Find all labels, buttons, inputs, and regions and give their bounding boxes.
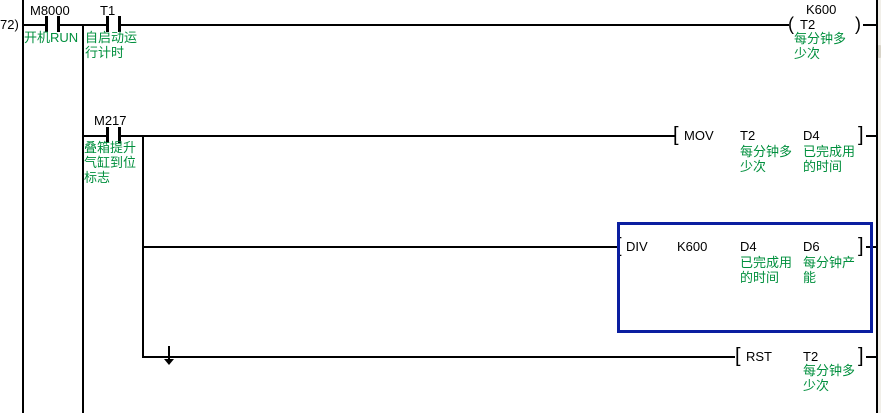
wire-segment [866, 356, 876, 358]
contact-t1-bar-right[interactable] [118, 16, 121, 32]
comment-t2-line1: 每分钟多 [794, 31, 847, 46]
mov-close-bracket[interactable]: ] [858, 124, 864, 146]
down-arrow-shaft [168, 346, 170, 360]
div-dest-comment-line1: 每分钟产 [803, 255, 856, 270]
rst-mnemonic[interactable]: RST [746, 349, 772, 364]
scrollbar-track[interactable] [878, 0, 881, 413]
mov-mnemonic[interactable]: MOV [684, 128, 714, 143]
mov-open-bracket[interactable]: [ [673, 124, 679, 146]
wire-segment [60, 24, 106, 26]
contact-m217-bar-right[interactable] [118, 127, 121, 143]
rst-close-bracket[interactable]: ] [858, 345, 864, 367]
wire-segment [84, 135, 106, 137]
contact-t1-bar-left[interactable] [106, 16, 109, 32]
div-source2-operand[interactable]: D4 [740, 239, 757, 254]
comment-m8000: 开机RUN [24, 30, 79, 45]
rst-dest-comment-line2: 少次 [803, 378, 830, 393]
branch-line-2 [142, 135, 144, 358]
mov-dest-comment-line2: 的时间 [803, 159, 843, 174]
wire-segment [866, 135, 876, 137]
wire-segment [144, 246, 617, 248]
branch-line-1 [82, 24, 84, 413]
coil-close-paren[interactable]: ) [855, 14, 861, 34]
rst-dest-operand[interactable]: T2 [803, 349, 819, 364]
wire-segment [24, 24, 45, 26]
left-power-rail [22, 0, 24, 413]
div-dest-operand[interactable]: D6 [803, 239, 820, 254]
contact-m8000-bar-right[interactable] [57, 16, 60, 32]
comment-t1-line1: 自启动运 [85, 30, 138, 45]
device-label-t1[interactable]: T1 [100, 3, 116, 18]
coil-open-paren[interactable]: ( [788, 14, 794, 34]
div-mnemonic[interactable]: DIV [626, 239, 648, 254]
contact-m8000-bar-left[interactable] [45, 16, 48, 32]
device-label-m217[interactable]: M217 [94, 113, 127, 128]
wire-segment [144, 356, 735, 358]
comment-m217-line3: 标志 [84, 170, 111, 185]
comment-m217-line2: 气缸到位 [84, 155, 137, 170]
coil-device-t2[interactable]: T2 [800, 17, 816, 32]
wire-segment [121, 135, 675, 137]
down-arrow-icon [160, 344, 180, 366]
wire-segment [863, 24, 876, 26]
div-close-bracket[interactable]: ] [858, 235, 864, 257]
scrollbar-thumb[interactable] [878, 45, 881, 58]
contact-m217-bar-left[interactable] [106, 127, 109, 143]
wire-segment [121, 24, 789, 26]
mov-source-comment-line1: 每分钟多 [740, 144, 793, 159]
coil-preset-k600[interactable]: K600 [806, 2, 837, 17]
rst-dest-comment-line1: 每分钟多 [803, 363, 856, 378]
rst-open-bracket[interactable]: [ [735, 345, 741, 367]
right-power-rail [876, 0, 878, 413]
div-source2-comment-line1: 已完成用 [740, 255, 793, 270]
comment-m217-line1: 叠箱提升 [84, 140, 137, 155]
comment-t2-line2: 少次 [794, 46, 821, 61]
selection-cursor[interactable] [617, 222, 873, 333]
down-arrow-head [164, 359, 174, 365]
div-source1-operand[interactable]: K600 [677, 239, 708, 254]
mov-dest-operand[interactable]: D4 [803, 128, 820, 143]
step-number: 72) [0, 17, 19, 32]
comment-t1-line2: 行计时 [85, 45, 125, 60]
mov-source-operand[interactable]: T2 [740, 128, 756, 143]
mov-dest-comment-line1: 已完成用 [803, 144, 856, 159]
div-source2-comment-line2: 的时间 [740, 270, 780, 285]
mov-source-comment-line2: 少次 [740, 159, 767, 174]
device-label-m8000[interactable]: M8000 [30, 3, 70, 18]
div-dest-comment-line2: 能 [803, 270, 817, 285]
